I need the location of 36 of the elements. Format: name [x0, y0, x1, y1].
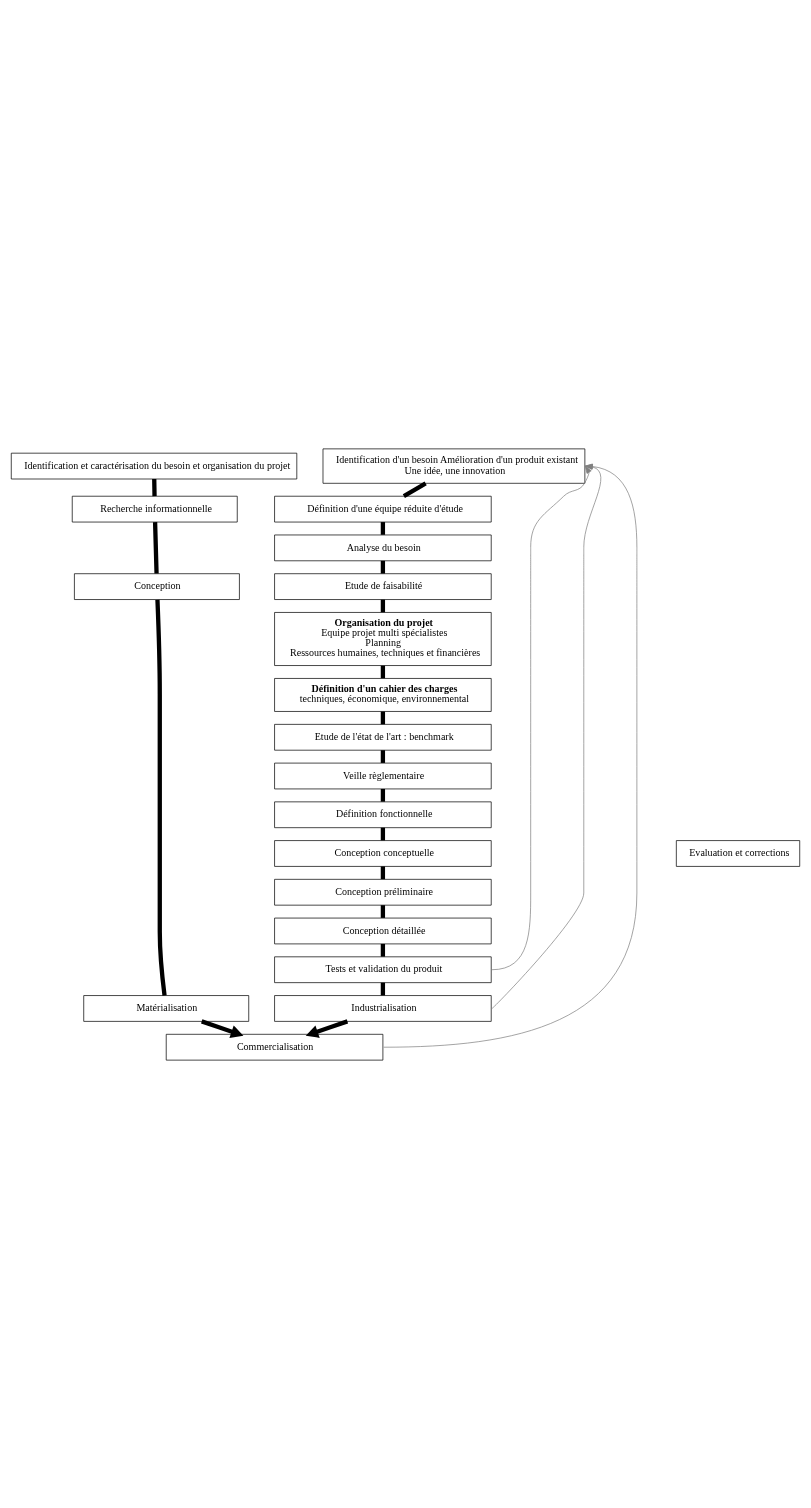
arrow	[383, 463, 638, 1048]
node-box: Etude de faisabilité	[274, 572, 492, 600]
node-box: Evaluation et corrections	[675, 839, 801, 867]
arrow	[305, 1018, 349, 1038]
connector	[380, 865, 386, 879]
connector	[380, 521, 386, 535]
node-box: Conception	[74, 572, 240, 600]
node-box: Identification et caractérisation du besoin et organisation du projet	[10, 452, 298, 479]
connector	[380, 788, 386, 802]
node-box: Commercialisation	[165, 1033, 384, 1060]
arrow	[491, 463, 602, 1009]
node-box: Définition d'un cahier des charges techniques, économique, environnemental	[274, 677, 492, 712]
node-box: Analyse du besoin	[274, 534, 492, 561]
node-box: Industrialisation	[274, 994, 492, 1022]
connector	[152, 521, 159, 574]
node-box: Identification d'un besoin Amélioration d'un produit existant Une idée, une innovation	[322, 448, 586, 484]
connector	[402, 481, 427, 498]
connector	[380, 749, 386, 763]
node-box: Recherche informationnelle	[71, 495, 238, 522]
node-box: Conception conceptuelle	[274, 839, 492, 867]
connector	[155, 599, 167, 996]
connector	[380, 943, 386, 957]
node-box: Etude de l'état de l'art : benchmark	[274, 723, 492, 751]
connector	[380, 904, 386, 918]
connector	[380, 560, 386, 574]
node-box: Organisation du projet Equipe projet multi spécialistes Planning Ressources humaines, techniques et financières	[274, 611, 492, 666]
node-box: Conception préliminaire	[274, 878, 492, 905]
node-box: Tests et validation du produit	[274, 955, 492, 983]
arrow	[491, 465, 592, 970]
node-box: Conception détaillée	[274, 917, 492, 944]
node-box: Matérialisation	[83, 994, 250, 1022]
node-box: Définition fonctionnelle	[274, 801, 492, 828]
node-box: Veille règlementaire	[274, 762, 492, 789]
arrow	[201, 1018, 244, 1038]
node-box: Définition d'une équipe réduite d'étude	[274, 495, 492, 522]
connector	[152, 478, 157, 496]
